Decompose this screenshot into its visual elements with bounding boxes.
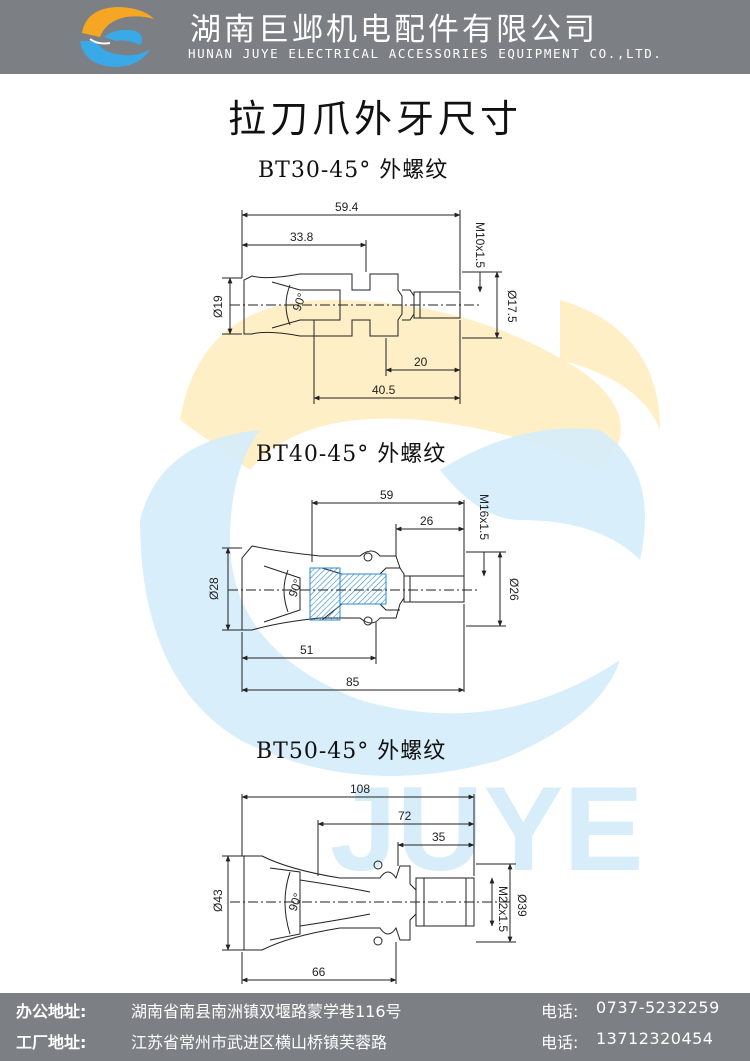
factory-address-label: 工厂地址: [16,1033,87,1052]
drawing-bt50 [222,794,516,984]
dim-bt30-total: 59.4 [335,200,359,214]
dim-bt40-angle: 90° [286,577,305,599]
company-logo [80,7,154,67]
dim-bt40-mid: 26 [420,514,434,528]
page-title: 拉刀爪外牙尺寸 [227,97,522,141]
factory-phone-label: 电话: [541,1033,579,1052]
dim-bt30-mid: 33.8 [290,230,314,244]
header-bar: 湖南巨邺机电配件有限公司 HUNAN JUYE ELECTRICAL ACCES… [0,0,750,74]
factory-address: 江苏省常州市武进区横山桥镇芙蓉路 [131,1033,388,1052]
drawing-bt30 [222,210,502,404]
dim-bt50-mid: 72 [398,809,412,823]
dim-bt40-thread: M16x1.5 [477,494,491,540]
dim-bt30-bottom-b: 40.5 [372,383,396,397]
dim-bt50-right-dia: Ø39 [515,894,529,917]
office-phone: 0737-5232259 [596,998,720,1017]
footer-factory-row: 工厂地址: 江苏省常州市武进区横山桥镇芙蓉路 电话: 13712320454 [0,1029,750,1059]
footer-bar: 办公地址: 湖南省南县南洲镇双堰路蒙学巷116号 电话: 0737-523225… [0,993,750,1061]
dim-bt30-thread: M10x1.5 [473,222,487,268]
dim-bt50-total: 108 [350,782,370,796]
dim-bt50-bottom-a: 66 [312,965,326,979]
dim-bt50-thread: M22x1.5 [496,886,510,932]
dim-bt50-angle: 90° [286,891,305,913]
section-label-bt30: BT30-45° 外螺纹 [258,158,449,183]
dim-bt30-bottom-a: 20 [414,355,428,369]
office-phone-label: 电话: [541,1002,579,1021]
dim-bt50-left-dia: Ø43 [211,889,225,912]
dim-bt40-total: 59 [380,488,394,502]
dim-bt30-angle: 90° [290,291,309,313]
company-name-cn: 湖南巨邺机电配件有限公司 [190,12,598,48]
dim-bt40-bottom-a: 51 [300,643,314,657]
office-address: 湖南省南县南洲镇双堰路蒙学巷116号 [131,1002,402,1021]
footer-office-row: 办公地址: 湖南省南县南洲镇双堰路蒙学巷116号 电话: 0737-523225… [0,998,750,1028]
section-label-bt40: BT40-45° 外螺纹 [256,442,447,467]
dim-bt30-left-dia: Ø19 [211,295,225,318]
drawing-bt40 [222,500,506,693]
dim-bt50-inner: 35 [432,830,446,844]
dim-bt40-left-dia: Ø28 [207,577,221,600]
section-label-bt50: BT50-45° 外螺纹 [256,739,447,764]
office-address-label: 办公地址: [16,1002,87,1021]
dim-bt40-right-dia: Ø26 [507,578,521,601]
watermark-text: JUYE [330,762,643,896]
dim-bt40-bottom-b: 85 [346,675,360,689]
factory-phone: 13712320454 [596,1029,714,1048]
company-name-en: HUNAN JUYE ELECTRICAL ACCESSORIES EQUIPM… [188,46,663,61]
dim-bt30-right-dia: Ø17.5 [505,290,519,323]
